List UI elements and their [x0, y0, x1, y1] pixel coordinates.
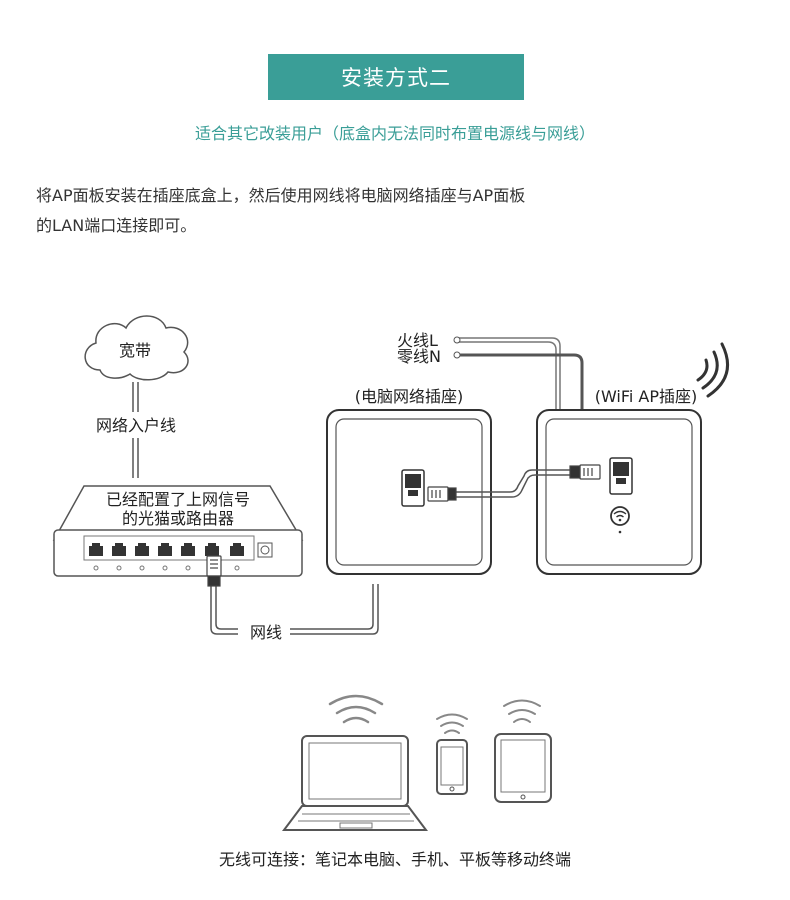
description-line-1: 将AP面板安装在插座底盒上，然后使用网线将电脑网络插座与AP面板 [36, 186, 526, 205]
router-cable-plug [206, 555, 222, 587]
cloud-label: 宽带 [119, 341, 151, 360]
entry-cable-label: 网络入户线 [96, 416, 176, 435]
laptop-icon [282, 694, 428, 831]
neutral-wire-label: 零线N [397, 347, 441, 366]
section-title: 安装方式二 [268, 54, 524, 100]
cable-label: 网线 [250, 623, 282, 642]
pc-socket-rj45-port [401, 469, 425, 507]
patch-cable-plug-left [427, 486, 457, 502]
devices-caption: 无线可连接：笔记本电脑、手机、平板等移动终端 [218, 850, 571, 869]
broadband-cloud-icon [84, 315, 189, 381]
ap-wifi-button-icon [610, 506, 630, 534]
phone-icon [436, 713, 468, 795]
ap-socket-label: (WiFi AP插座) [595, 387, 698, 406]
section-subtitle: 适合其它改装用户（底盒内无法同时布置电源线与网线） [194, 124, 595, 143]
description: 将AP面板安装在插座底盒上，然后使用网线将电脑网络插座与AP面板 的LAN端口连… [36, 181, 676, 241]
network-cable [210, 584, 379, 635]
tablet-icon [494, 699, 552, 803]
patch-cable-plug-right [569, 464, 601, 480]
power-wires [458, 337, 584, 410]
router-lan-ports [89, 543, 244, 556]
section-title-text: 安装方式二 [341, 66, 451, 90]
router-power-port [257, 542, 273, 558]
live-wire-label: 火线L [397, 331, 438, 350]
ap-wireless-signal-icon [696, 342, 730, 398]
router-label-line-2: 的光猫或路由器 [122, 509, 234, 528]
router-label-line-1: 已经配置了上网信号 [106, 490, 250, 509]
ap-socket-rj45-port [609, 457, 633, 495]
patch-cable [456, 469, 570, 498]
description-line-2: 的LAN端口连接即可。 [36, 216, 197, 235]
pc-socket-label: (电脑网络插座) [355, 387, 464, 406]
